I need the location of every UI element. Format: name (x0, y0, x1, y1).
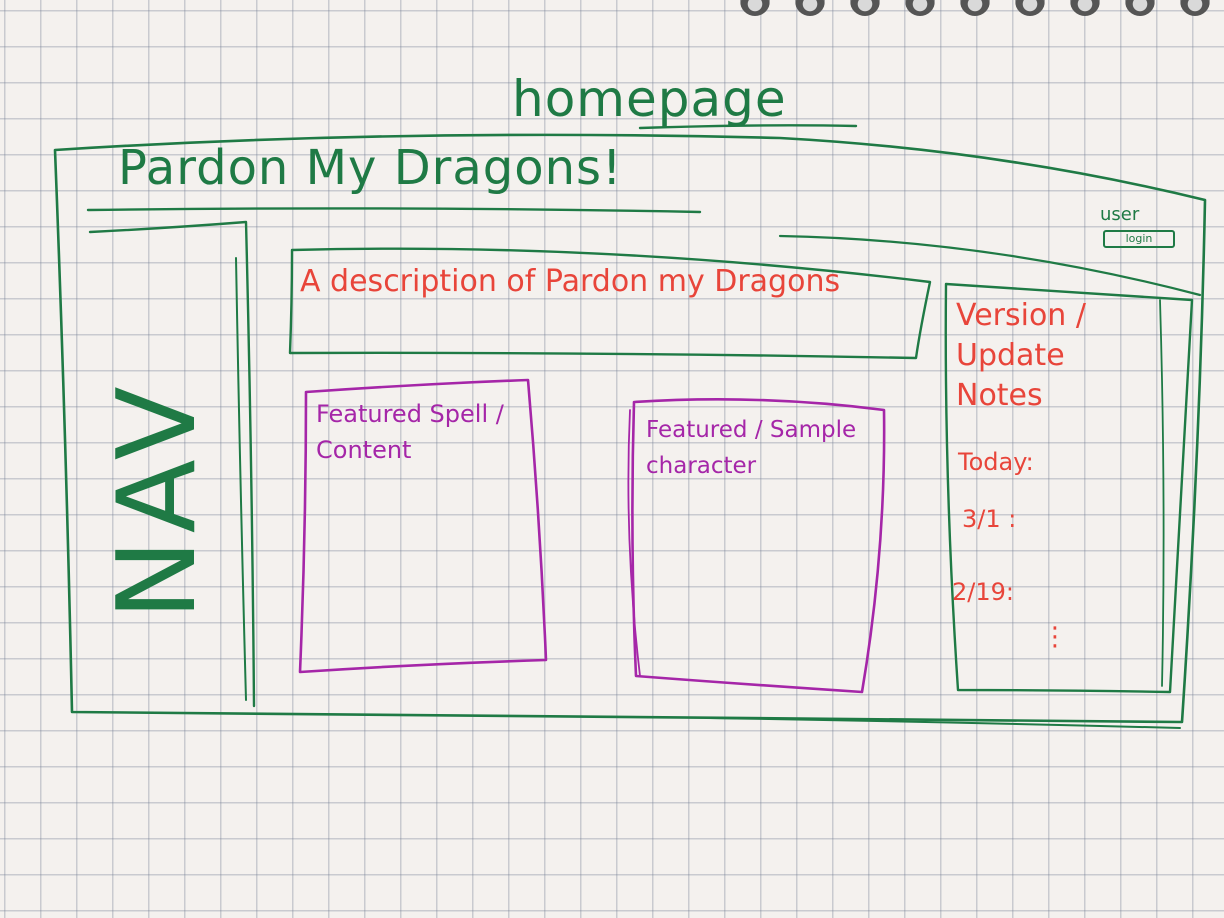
site-title: Pardon My Dragons! (118, 140, 623, 196)
featured-box-2 (631, 398, 886, 694)
notes-box (944, 282, 1194, 694)
user-label: user (1100, 204, 1140, 225)
header-underline (86, 207, 702, 214)
description-box (288, 247, 932, 360)
note-date-item: 3/1 : (962, 505, 1017, 533)
site-description: A description of Pardon my Dragons (300, 264, 841, 299)
featured-box-1 (298, 378, 548, 674)
featured-spell-title[interactable]: Featured Spell / Content (316, 400, 504, 464)
login-button[interactable]: login (1103, 230, 1175, 248)
note-date-item: 2/19: (952, 578, 1014, 606)
notes-title: Version / Update Notes (956, 298, 1086, 413)
nav-label[interactable]: NAV (95, 380, 220, 620)
notebook-binding (0, 0, 1224, 30)
more-notes-icon: ⋮ (1042, 622, 1068, 652)
nav-column (88, 220, 256, 708)
note-date-item: Today: (958, 448, 1034, 476)
page-frame (53, 133, 1207, 724)
featured-character-title[interactable]: Featured / Sample character (646, 417, 857, 479)
page-label: homepage (512, 70, 787, 128)
